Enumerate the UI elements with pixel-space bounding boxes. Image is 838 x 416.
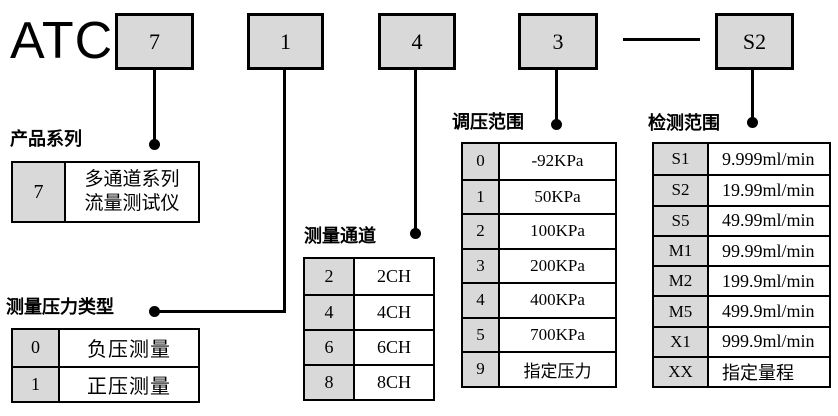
table-row: 9 指定压力: [463, 351, 615, 386]
connector-dot-channels: [410, 228, 421, 239]
table-row: 0 负压测量: [13, 330, 198, 366]
row-value: -92KPa: [531, 151, 584, 171]
connector-dot-pressure-range: [551, 119, 562, 130]
row-value: 200KPa: [530, 255, 585, 275]
row-value: 99.99ml/min: [722, 240, 815, 261]
table-row: 1 正压测量: [13, 365, 198, 401]
row-key: M1: [654, 236, 709, 266]
table-row: 8 8CH: [305, 364, 433, 399]
row-value: 499.9ml/min: [722, 301, 815, 322]
row-value: 19.99ml/min: [722, 179, 815, 200]
row-value: 700KPa: [530, 324, 585, 344]
row-value: 指定压力: [523, 361, 592, 381]
row-key: 2: [463, 215, 500, 248]
table-row: X1 999.9ml/min: [654, 325, 829, 357]
row-key: S5: [654, 206, 709, 235]
table-row: M1 99.99ml/min: [654, 234, 829, 266]
series-table: 7 多通道系列 流量测试仪: [11, 161, 200, 223]
row-value: 50KPa: [534, 186, 581, 206]
connector-line-series: [153, 70, 156, 140]
row-key: 1: [463, 180, 500, 213]
connector-dot-series: [149, 139, 160, 150]
table-row: M5 499.9ml/min: [654, 295, 829, 326]
section-title-detect-range: 检测范围: [648, 113, 720, 133]
row-value: 49.99ml/min: [722, 210, 815, 231]
connector-line-pressure-type-horizontal: [154, 310, 286, 313]
row-value: 4CH: [376, 302, 411, 322]
code-segment-pressure-range: 3: [518, 13, 598, 70]
table-row: 2 100KPa: [463, 213, 615, 248]
row-value: 多通道系列 流量测试仪: [84, 169, 180, 214]
product-prefix: ATC: [10, 12, 114, 70]
row-key: 9: [463, 353, 500, 386]
table-row: 0 -92KPa: [463, 144, 615, 179]
pressure-range-table: 0 -92KPa 1 50KPa 2 100KPa 3 200KPa 4 400…: [461, 142, 617, 388]
row-key: M2: [654, 267, 709, 296]
code-segment-detect-range: S2: [715, 13, 794, 70]
connector-dot-detect-range: [747, 117, 758, 128]
section-title-channels: 测量通道: [304, 226, 376, 246]
row-value: 100KPa: [530, 221, 585, 241]
row-key: XX: [654, 358, 709, 387]
row-key: 2: [305, 259, 355, 294]
row-key: 3: [463, 249, 500, 282]
section-title-pressure-type: 测量压力类型: [6, 297, 114, 317]
section-title-series: 产品系列: [10, 129, 82, 149]
code-segment-series: 7: [115, 13, 194, 70]
row-value: 负压测量: [87, 339, 171, 362]
connector-line-pressure-range: [555, 70, 558, 120]
row-key: 0: [463, 144, 500, 179]
row-key: 5: [463, 318, 500, 351]
pressure-type-table: 0 负压测量 1 正压测量: [11, 328, 200, 403]
row-key: 4: [305, 296, 355, 329]
row-key: 4: [463, 284, 500, 317]
row-key: 8: [305, 366, 355, 399]
channels-table: 2 2CH 4 4CH 6 6CH 8 8CH: [303, 257, 435, 401]
row-key: S2: [654, 176, 709, 205]
table-row: 4 4CH: [305, 294, 433, 329]
connector-line-channels: [414, 70, 417, 231]
row-value: 400KPa: [530, 290, 585, 310]
detect-range-table: S1 9.999ml/min S2 19.99ml/min S5 49.99ml…: [652, 142, 831, 389]
row-key: M5: [654, 297, 709, 326]
row-value: 999.9ml/min: [722, 331, 815, 352]
table-row: 5 700KPa: [463, 316, 615, 351]
table-row: 7 多通道系列 流量测试仪: [13, 163, 198, 221]
row-value: 指定量程: [722, 363, 794, 384]
table-row: 4 400KPa: [463, 282, 615, 317]
table-row: M2 199.9ml/min: [654, 265, 829, 296]
table-row: S5 49.99ml/min: [654, 204, 829, 235]
connector-line-detect-range: [751, 70, 754, 118]
row-key: 1: [13, 367, 60, 401]
table-row: S1 9.999ml/min: [654, 144, 829, 175]
row-value: 6CH: [376, 337, 411, 357]
row-key: X1: [654, 327, 709, 357]
connector-dot-pressure-type: [149, 306, 160, 317]
row-key: 0: [13, 330, 60, 366]
row-value: 199.9ml/min: [722, 270, 815, 291]
table-row: XX 指定量程: [654, 356, 829, 387]
row-key: 6: [305, 331, 355, 364]
table-row: 1 50KPa: [463, 178, 615, 213]
row-value: 9.999ml/min: [722, 148, 815, 169]
table-row: 2 2CH: [305, 259, 433, 294]
row-key: S1: [654, 144, 709, 175]
code-segment-pressure-type: 1: [247, 13, 324, 70]
section-title-pressure-range: 调压范围: [452, 112, 524, 132]
row-value: 2CH: [376, 266, 411, 286]
table-row: S2 19.99ml/min: [654, 174, 829, 205]
row-value: 正压测量: [87, 375, 171, 398]
table-row: 6 6CH: [305, 329, 433, 364]
connector-line-pressure-type-vertical: [283, 70, 286, 313]
separator-dash: [623, 38, 700, 41]
row-value: 8CH: [376, 372, 411, 392]
code-segment-channels: 4: [378, 13, 456, 70]
table-row: 3 200KPa: [463, 247, 615, 282]
row-key: 7: [13, 163, 66, 221]
